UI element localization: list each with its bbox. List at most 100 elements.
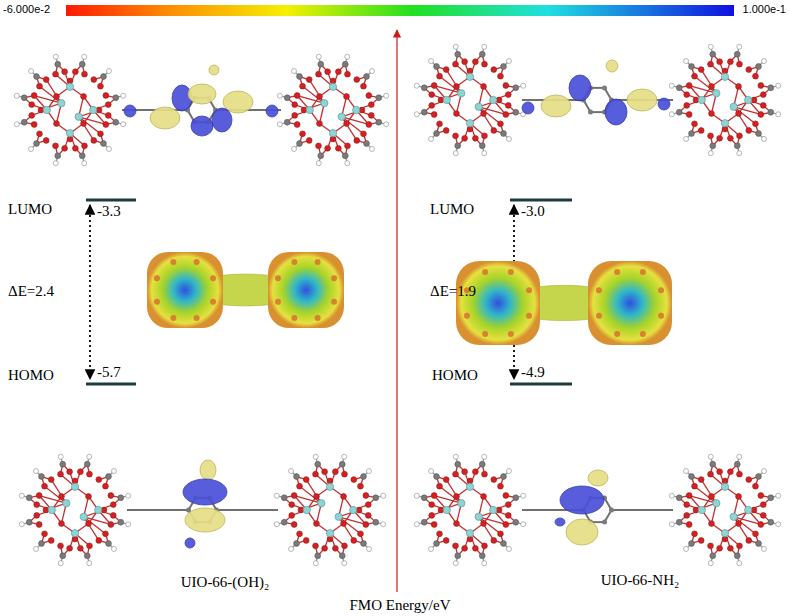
esp-spot: [291, 259, 297, 265]
atom: [453, 44, 458, 49]
atom: [358, 531, 364, 537]
atom: [339, 461, 345, 467]
atom: [684, 136, 689, 141]
atom: [501, 541, 507, 547]
atom: [126, 522, 131, 527]
atom: [81, 94, 87, 100]
atom: [294, 93, 300, 99]
lumo-level: [86, 199, 136, 202]
atom: [62, 145, 68, 151]
atom: [297, 531, 303, 537]
atom: [42, 483, 48, 489]
atom: [96, 538, 102, 544]
esp-spot: [482, 331, 488, 337]
atom: [727, 59, 733, 65]
orbital-lobes: [522, 60, 670, 125]
atom: [443, 538, 449, 544]
atom: [325, 69, 331, 75]
atom: [708, 471, 714, 477]
atom: [345, 161, 350, 166]
atom: [745, 506, 752, 513]
zr-cluster: [14, 54, 125, 165]
atom: [322, 545, 328, 551]
atom: [698, 128, 704, 134]
atom: [437, 483, 443, 489]
atom: [339, 553, 345, 559]
atom: [365, 502, 371, 508]
atom: [34, 469, 39, 474]
atom: [454, 84, 460, 90]
atom: [503, 83, 509, 89]
atom: [455, 461, 461, 467]
orbital-lobe: [266, 105, 278, 117]
atom: [366, 93, 372, 99]
esp-spot: [464, 313, 470, 319]
atom: [737, 471, 743, 477]
atom: [281, 495, 287, 501]
atom: [358, 483, 364, 489]
atom: [292, 102, 298, 108]
atom: [709, 494, 715, 500]
atom: [384, 93, 389, 98]
atom: [60, 461, 66, 467]
atom: [429, 92, 435, 98]
atom: [455, 553, 461, 559]
atom: [82, 71, 88, 77]
atom: [429, 512, 435, 518]
atom: [62, 69, 68, 75]
orbital-lobe: [200, 460, 216, 480]
atom: [756, 131, 762, 137]
atom: [717, 545, 723, 551]
atom: [274, 493, 279, 498]
atom: [105, 102, 111, 108]
atom: [429, 136, 434, 141]
atom: [289, 469, 294, 474]
atom: [300, 131, 306, 137]
atom: [86, 521, 92, 527]
atom: [14, 122, 19, 127]
atom: [284, 95, 290, 101]
atom: [77, 469, 83, 475]
atom: [59, 521, 65, 527]
atom: [491, 538, 497, 544]
carbon-atom: [602, 520, 607, 525]
atom: [669, 83, 674, 88]
esp-spot: [508, 331, 514, 337]
atom: [351, 538, 357, 544]
lumo-level: [510, 199, 572, 202]
carbon-atom: [588, 110, 593, 115]
atom: [344, 121, 350, 127]
esp-cluster: [588, 261, 672, 345]
atom: [513, 495, 519, 501]
esp-spot: [658, 313, 664, 319]
esp-spot: [508, 269, 514, 275]
atom: [443, 506, 450, 513]
atom: [365, 512, 371, 518]
atom: [776, 112, 781, 117]
atom: [761, 59, 766, 64]
atom: [354, 138, 360, 144]
atom: [345, 54, 350, 59]
atom: [19, 522, 24, 527]
atom: [86, 494, 92, 500]
atom: [453, 151, 458, 156]
atom: [521, 522, 526, 527]
esp-cluster: [456, 261, 540, 345]
atom: [481, 111, 487, 117]
atom: [453, 543, 459, 549]
atom: [376, 95, 382, 101]
linker-bond: [127, 509, 189, 511]
atom: [103, 483, 109, 489]
atom: [37, 131, 43, 137]
atom: [29, 69, 34, 74]
esp-spot: [170, 315, 176, 321]
atom: [698, 477, 704, 483]
atom: [292, 69, 297, 74]
atom: [43, 77, 49, 83]
atom: [72, 145, 78, 151]
atom: [462, 135, 468, 141]
atom: [434, 541, 440, 547]
atom: [21, 95, 27, 101]
atom: [80, 513, 87, 520]
atom: [746, 477, 752, 483]
